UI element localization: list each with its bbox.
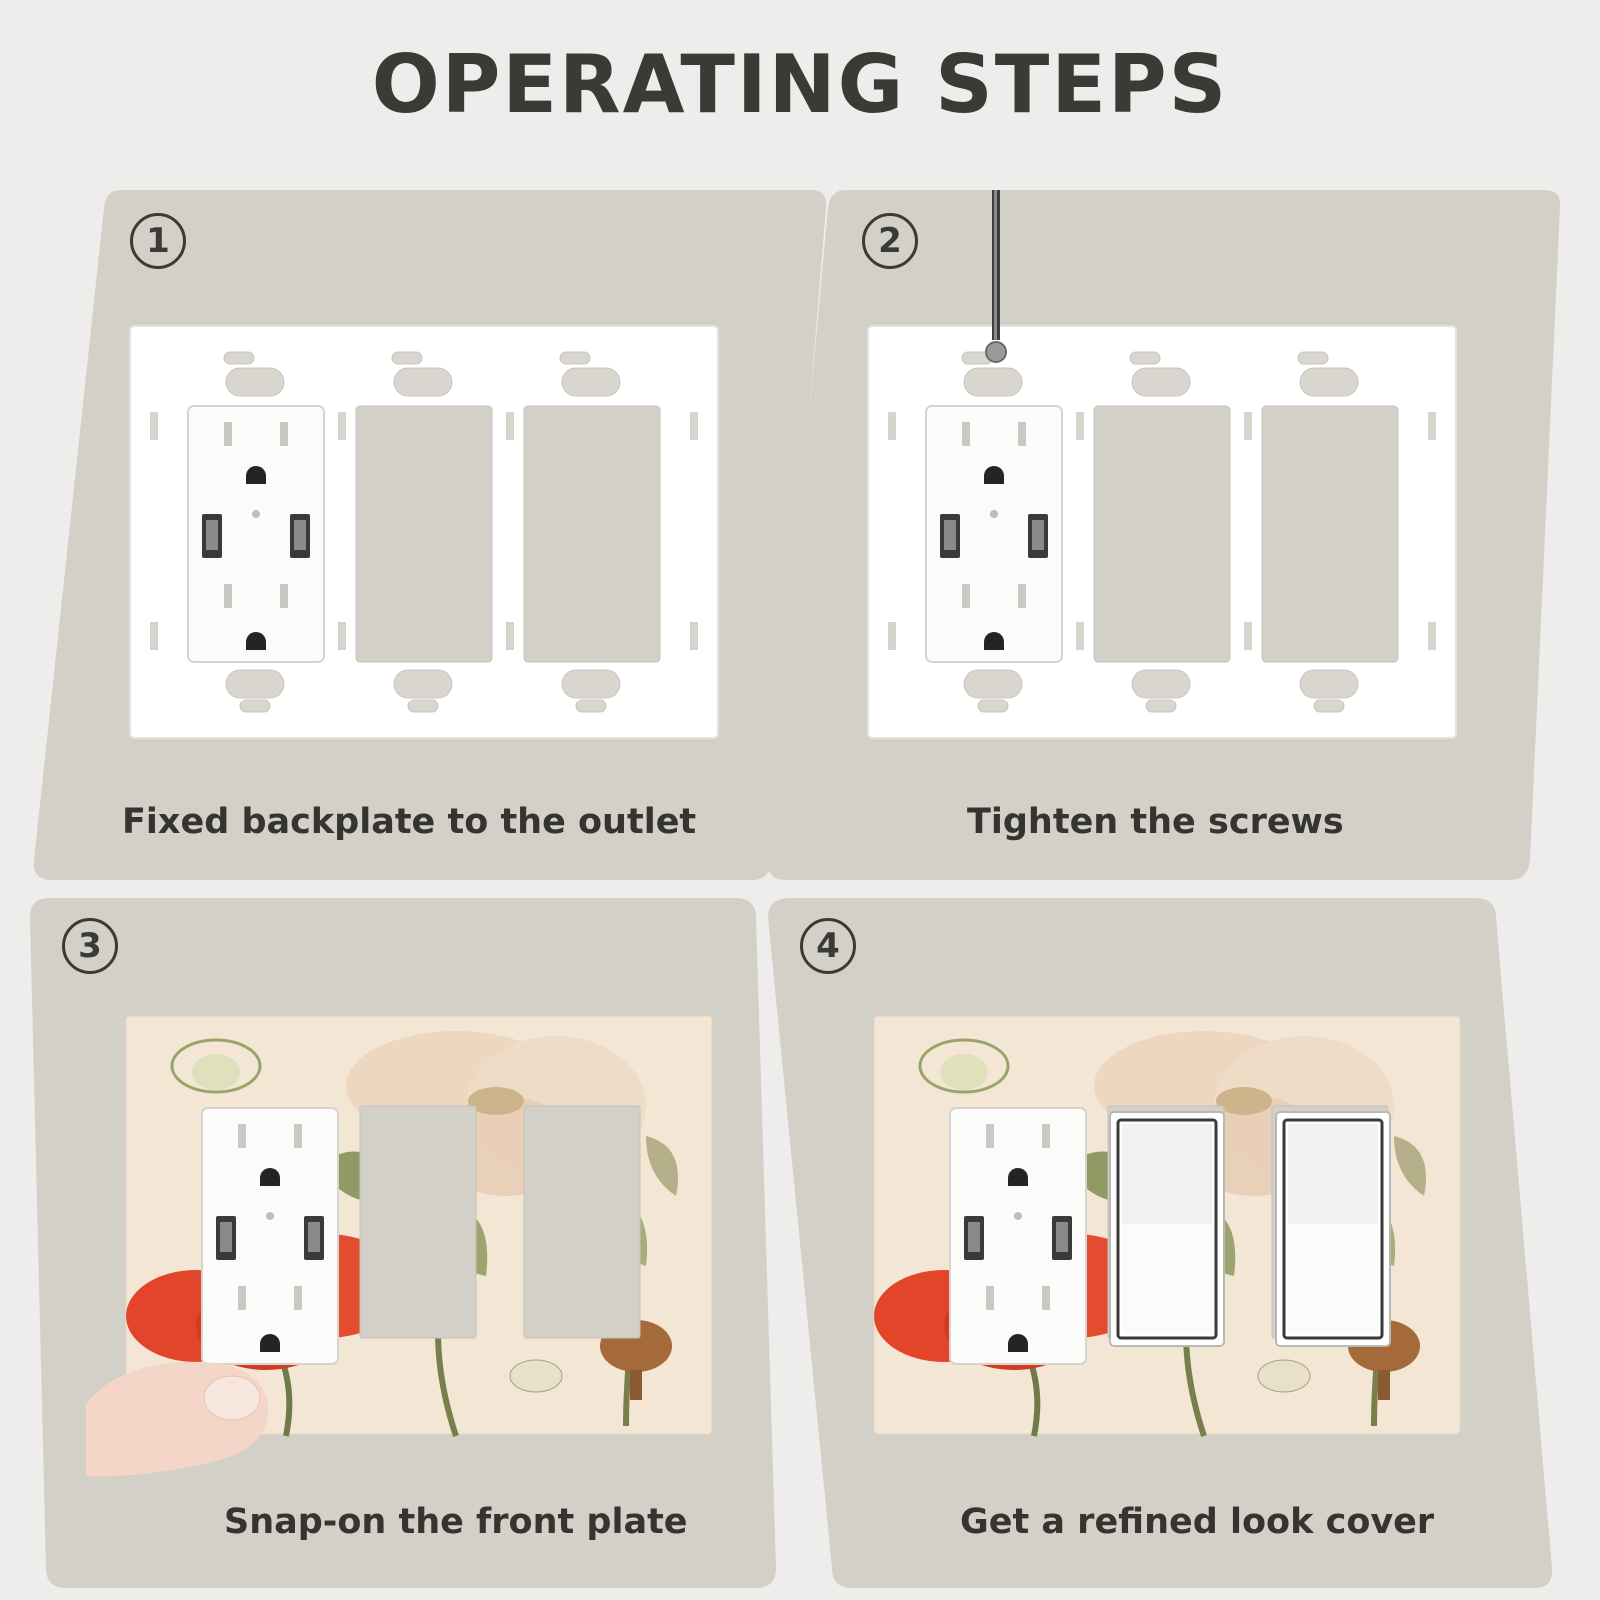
page-title: OPERATING STEPS xyxy=(371,38,1229,131)
step-2-caption: Tighten the screws xyxy=(967,802,1344,842)
step-1-panel xyxy=(33,190,827,880)
step-3-number: 3 xyxy=(62,918,118,974)
step-2-number: 2 xyxy=(862,213,918,269)
step-1-caption: Fixed backplate to the outlet xyxy=(122,802,697,842)
step-4-panel xyxy=(768,898,1553,1588)
finger xyxy=(86,1361,269,1477)
step-3-panel xyxy=(30,898,776,1588)
step-4-number: 4 xyxy=(800,918,856,974)
step-2-panel xyxy=(767,190,1561,880)
step-1-number: 1 xyxy=(130,213,186,269)
screwdriver xyxy=(985,190,1007,363)
step-3-caption: Snap-on the front plate xyxy=(224,1502,688,1542)
step-4-caption: Get a refined look cover xyxy=(960,1502,1435,1542)
